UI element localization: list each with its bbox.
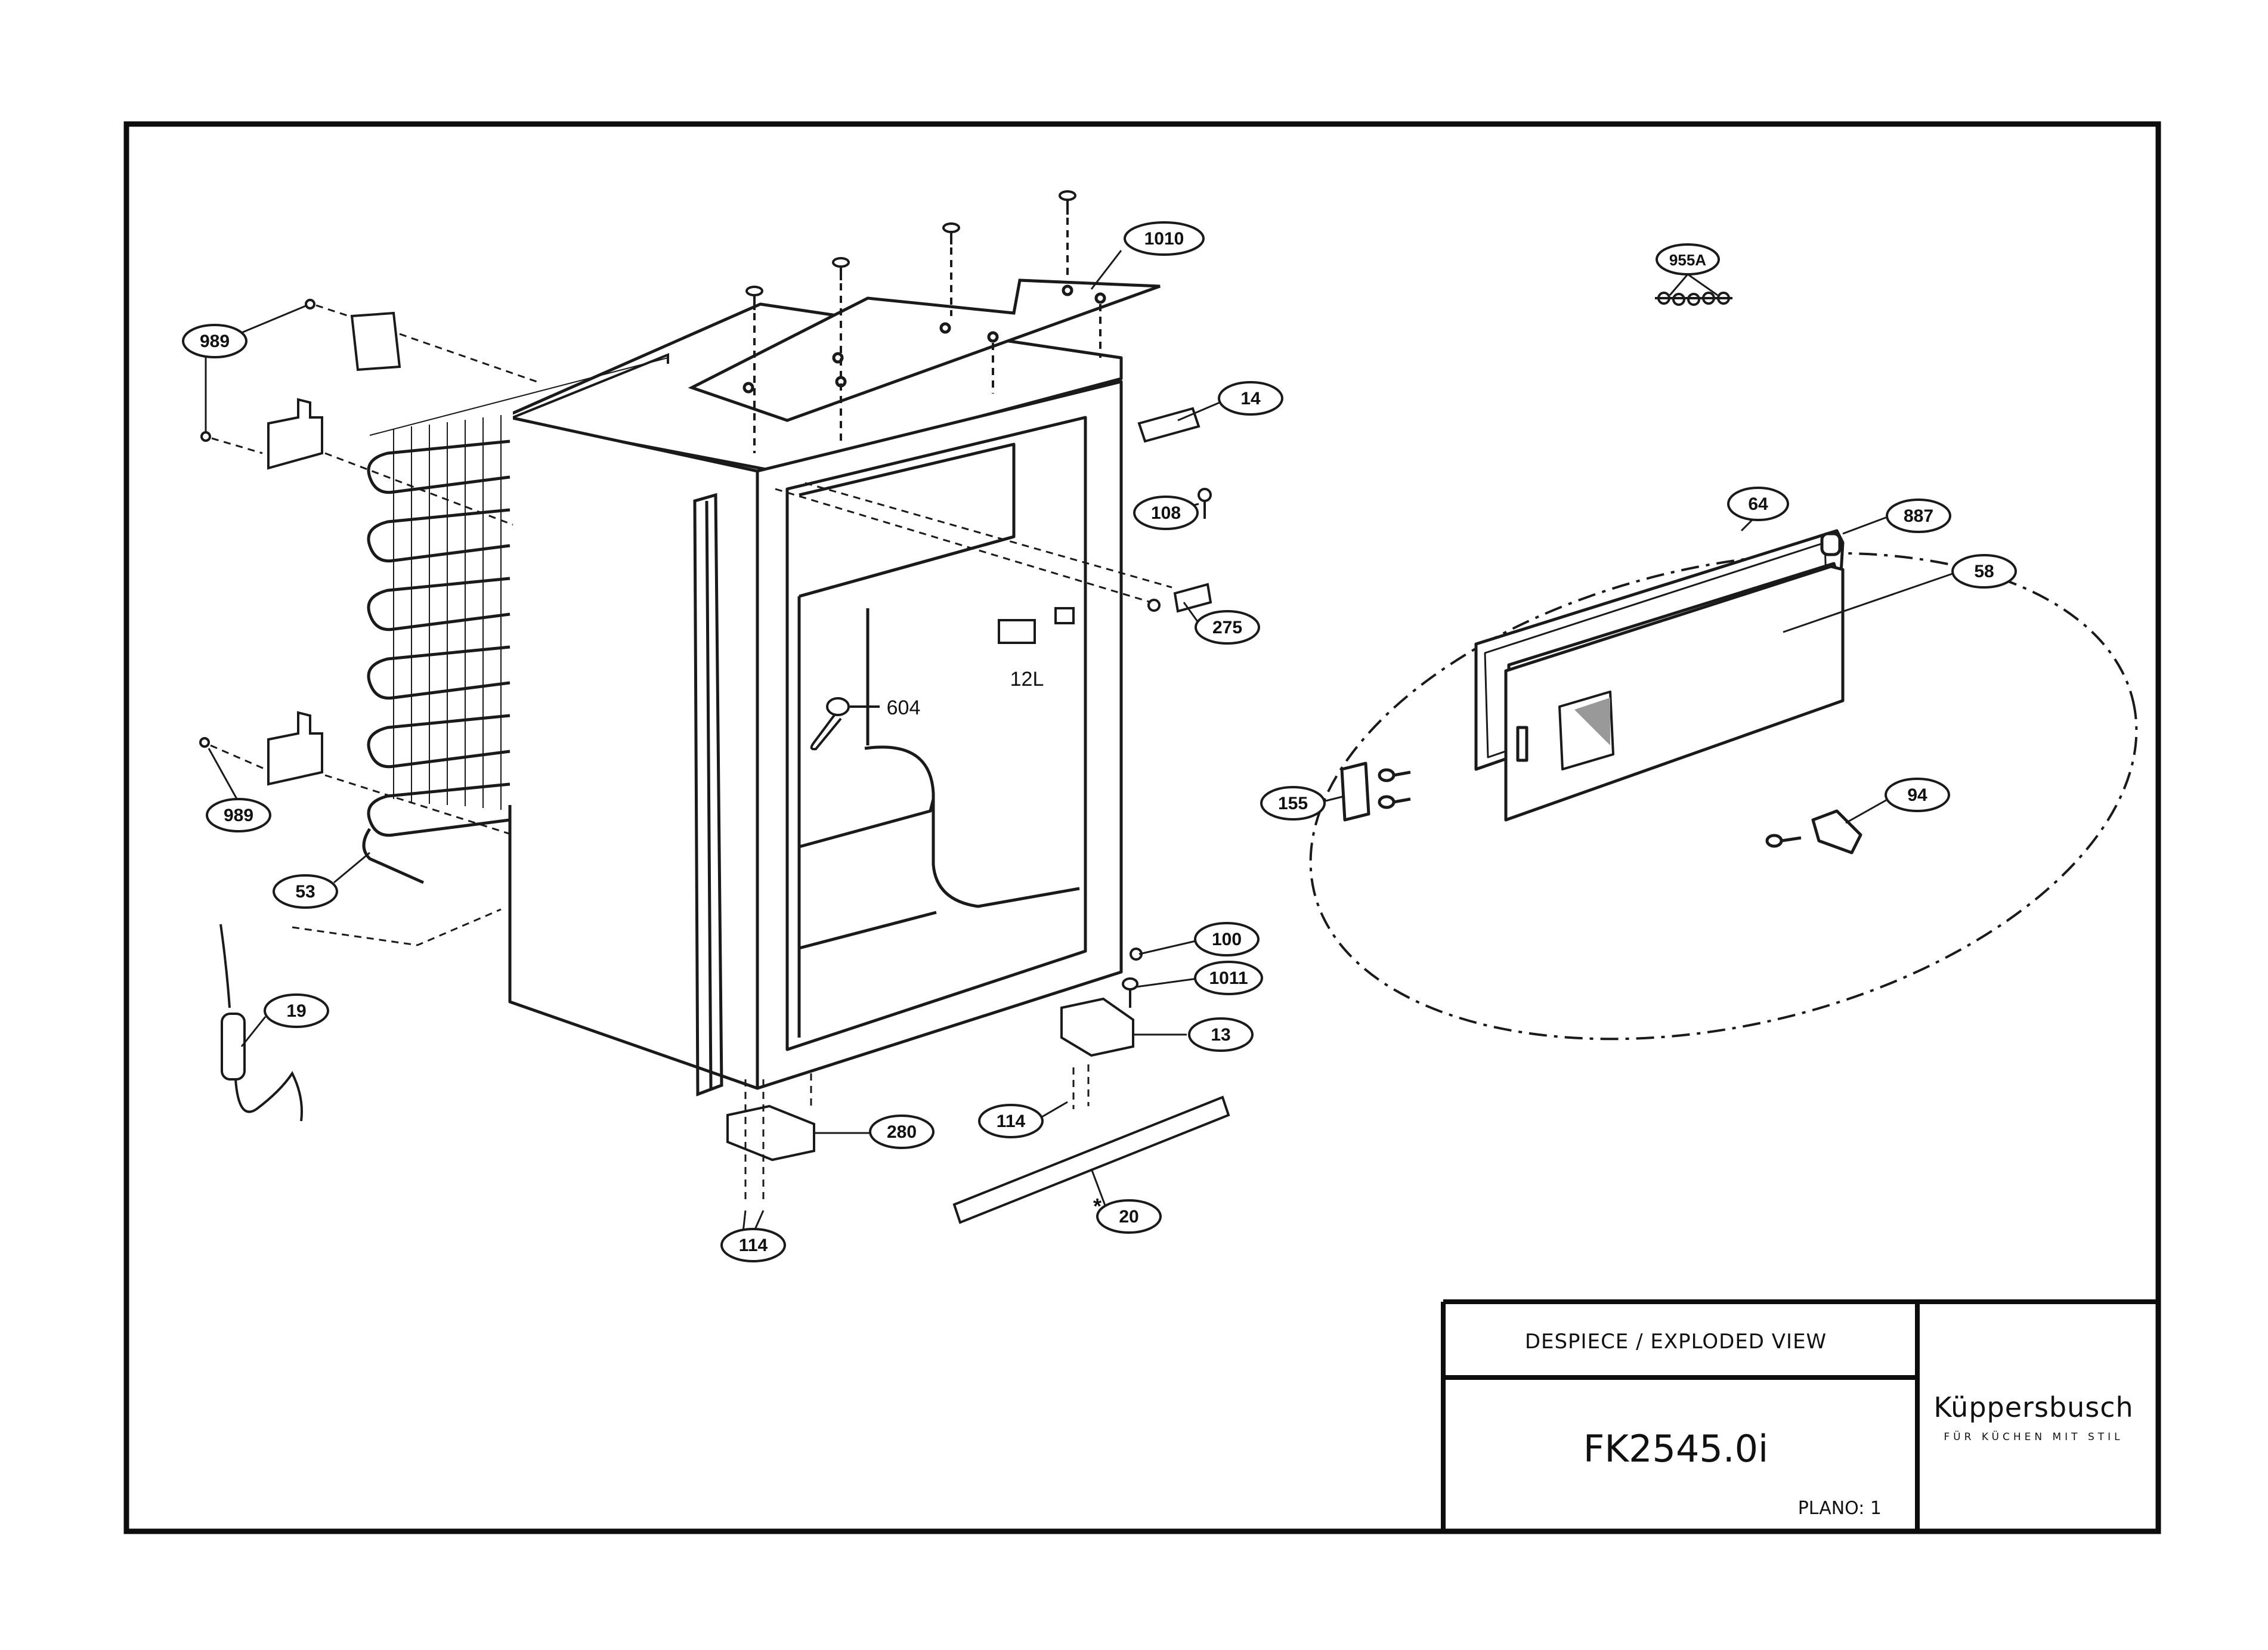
callout-100 [1194, 922, 1260, 956]
brand-logo: Küppersbusch [1933, 1391, 2134, 1423]
callout-275 [1195, 610, 1260, 645]
drawing-title: DESPIECE / EXPLODED VIEW [1524, 1330, 1827, 1354]
callout-989b-text: 989 [224, 806, 253, 825]
screw-icon [1765, 834, 1802, 848]
callout-53-text: 53 [295, 882, 315, 902]
small-parts-955a [1655, 292, 1732, 306]
callout-64 [1727, 487, 1789, 521]
callout-155-text: 155 [1278, 794, 1308, 813]
callout-1011-text: 1011 [1209, 968, 1248, 988]
screw-icon [1059, 190, 1076, 215]
callout-64-text: 64 [1748, 494, 1768, 514]
callout-1010-text: 1010 [1144, 229, 1184, 249]
callout-1010 [1124, 221, 1205, 256]
callout-14-text: 14 [1240, 389, 1261, 408]
callout-108 [1133, 496, 1199, 530]
callout-53 [273, 874, 338, 909]
callout-989b [206, 798, 271, 832]
drawing-frame [123, 121, 2161, 1534]
callout-ovals [182, 221, 2017, 1262]
callout-14 [1218, 381, 1283, 416]
door-exploded-outline [1309, 552, 2138, 1041]
callout-19-text: 19 [286, 1001, 306, 1021]
door-assembly [1340, 529, 1862, 855]
coil-brackets [199, 299, 537, 946]
callout-955a-text: 955A [1669, 251, 1706, 269]
plano-label: PLANO: [1797, 1498, 1865, 1519]
callout-280-text: 280 [887, 1122, 917, 1142]
callout-155 [1260, 786, 1326, 821]
callout-19 [264, 993, 329, 1028]
callout-275-text: 275 [1212, 618, 1242, 637]
lamp-switch [998, 607, 1075, 644]
cabinet-body [508, 302, 1123, 1090]
condenser-coil [358, 353, 669, 884]
screw-icon [1198, 488, 1212, 519]
model-number: FK2545.0i [1583, 1427, 1769, 1471]
top-cover-plate [688, 278, 1161, 422]
callout-887 [1886, 499, 1951, 533]
asterisk-mark: * [1093, 1194, 1101, 1218]
callout-280 [869, 1115, 935, 1149]
callout-100-text: 100 [1212, 930, 1242, 949]
top-screws [745, 190, 1101, 453]
callout-604-text: 604 [887, 696, 921, 719]
callout-58-text: 58 [1974, 562, 1994, 581]
thermostat-knob [810, 697, 880, 751]
callout-12l-text: 12L [1010, 668, 1044, 691]
callout-989a-text: 989 [200, 332, 230, 351]
screw-icon [942, 222, 960, 244]
screw-icon [199, 737, 210, 748]
callout-20 [1096, 1199, 1162, 1234]
callout-114a [978, 1104, 1044, 1138]
screw-icon [1378, 795, 1411, 809]
callout-94 [1885, 778, 1950, 812]
callout-13 [1188, 1017, 1254, 1052]
screw-icon [200, 431, 211, 442]
callout-114b-text: 114 [739, 1236, 768, 1255]
callout-labels: 1010 955A 989 989 14 108 275 53 19 100 1… [200, 229, 1994, 1255]
callout-887-text: 887 [1904, 506, 1933, 526]
plano-number: 1 [1870, 1498, 1882, 1519]
title-block [1441, 1299, 2158, 1531]
plano-field: PLANO: 1 [1765, 1491, 1908, 1527]
callout-1011 [1194, 961, 1263, 995]
callout-989a [182, 324, 247, 358]
callout-94-text: 94 [1907, 785, 1927, 805]
leader-lines [205, 250, 1957, 1238]
callout-955a [1656, 243, 1720, 275]
hinge-hardware [726, 407, 1230, 1224]
callout-20-text: 20 [1119, 1207, 1138, 1227]
callout-58 [1951, 554, 2017, 589]
screw-icon [1378, 768, 1411, 782]
callout-13-text: 13 [1211, 1025, 1230, 1045]
screw-icon [745, 286, 763, 310]
screw-icon [305, 299, 315, 309]
sensor-cable [219, 924, 303, 1122]
callout-108-text: 108 [1151, 503, 1181, 523]
callout-114b [720, 1228, 786, 1262]
brand-slogan: FÜR KÜCHEN MIT STIL [1944, 1431, 2124, 1443]
callout-114a-text: 114 [997, 1112, 1026, 1131]
screw-icon [832, 257, 850, 280]
front-strip [693, 493, 723, 1097]
